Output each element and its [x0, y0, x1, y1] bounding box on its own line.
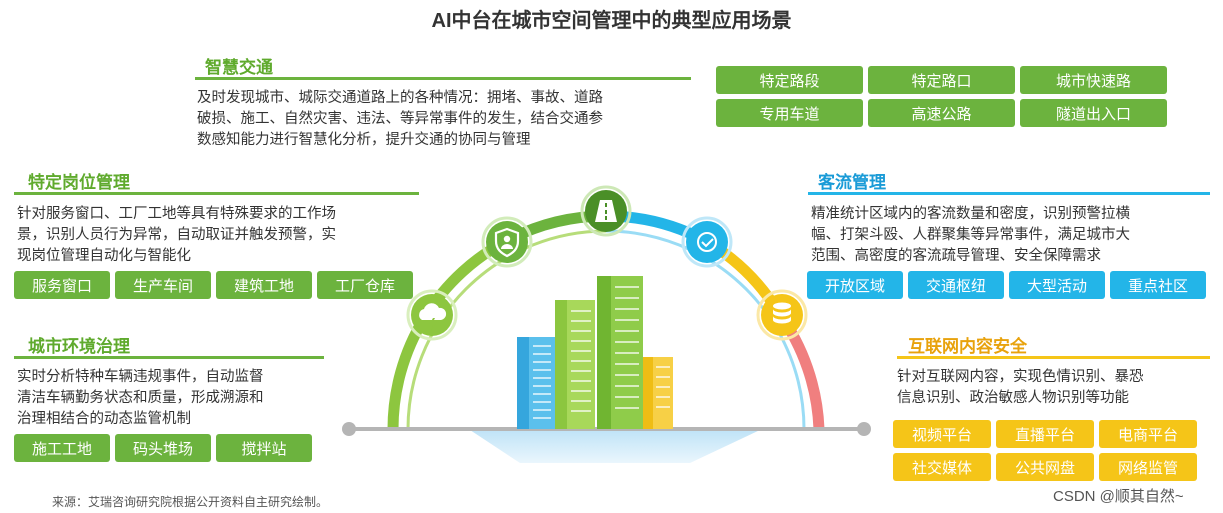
internet-security-description: 针对互联网内容，实现色情识别、暴恐 信息识别、政治敏感人物识别等功能 [897, 367, 1217, 409]
tag-dedicated-lane: 专用车道 [716, 99, 863, 127]
passenger-flow-description: 精准统计区域内的客流数量和密度，识别预警拉横 幅、打架斗殴、人群聚集等异常事件，… [811, 204, 1216, 267]
internet-security-title: 互联网内容安全 [908, 337, 1027, 356]
environment-title: 城市环境治理 [28, 337, 130, 356]
tag-ecommerce-platform: 电商平台 [1099, 420, 1197, 448]
tag-open-area: 开放区域 [807, 271, 903, 299]
shield-person-icon [481, 216, 533, 268]
environment-description: 实时分析特种车辆违规事件，自动监督 清洁车辆勤务状态和质量，形成溯源和 治理相结… [17, 367, 337, 430]
cloud-lightning-icon [406, 289, 458, 341]
tag-large-event: 大型活动 [1009, 271, 1105, 299]
tag-construction-worksite: 施工工地 [14, 434, 110, 462]
tag-video-platform: 视频平台 [893, 420, 991, 448]
smart-traffic-tags: 特定路段 特定路口 城市快速路 专用车道 高速公路 隧道出入口 [716, 66, 1167, 127]
post-management-tags: 服务窗口 生产车间 建筑工地 工厂仓库 [14, 271, 413, 299]
desc-line: 清洁车辆勤务状态和质量，形成溯源和 [17, 390, 264, 406]
tag-highway: 高速公路 [868, 99, 1015, 127]
watermark: CSDN @顺其自然~ [1053, 488, 1184, 505]
desc-line: 精准统计区域内的客流数量和密度，识别预警拉横 [811, 206, 1130, 222]
tag-tunnel-entrance: 隧道出入口 [1020, 99, 1167, 127]
tag-service-window: 服务窗口 [14, 271, 110, 299]
post-management-title: 特定岗位管理 [28, 173, 130, 192]
tag-transport-hub: 交通枢纽 [908, 271, 1004, 299]
desc-line: 数感知能力进行智慧化分析，提升交通的协同与管理 [197, 132, 531, 148]
desc-line: 及时发现城市、城际交通道路上的各种情况：拥堵、事故、道路 [197, 90, 603, 106]
smart-traffic-description: 及时发现城市、城际交通道路上的各种情况：拥堵、事故、道路 破损、施工、自然灾害、… [197, 88, 697, 151]
check-circle-icon [681, 216, 733, 268]
desc-line: 破损、施工、自然灾害、违法、等异常事件的发生，结合交通参 [197, 111, 603, 127]
desc-line: 现岗位管理自动化与智能化 [17, 248, 191, 264]
passenger-flow-title: 客流管理 [818, 173, 886, 192]
database-icon [756, 289, 808, 341]
source-note: 来源：艾瑞咨询研究院根据公开资料自主研究绘制。 [52, 495, 329, 509]
road-icon [580, 185, 632, 237]
page-title: AI中台在城市空间管理中的典型应用场景 [431, 10, 792, 32]
internet-security-underline [897, 356, 1210, 359]
desc-line: 范围、高密度的客流疏导管理、安全保障需求 [811, 248, 1101, 264]
tag-specific-road-section: 特定路段 [716, 66, 863, 94]
tag-public-cloud-drive: 公共网盘 [996, 453, 1094, 481]
tag-live-platform: 直播平台 [996, 420, 1094, 448]
tag-dock-yard: 码头堆场 [115, 434, 211, 462]
floor-shadow [470, 430, 760, 463]
smart-traffic-underline [195, 77, 691, 80]
environment-tags: 施工工地 码头堆场 搅拌站 [14, 434, 312, 462]
post-management-underline [14, 192, 419, 195]
tag-key-community: 重点社区 [1110, 271, 1206, 299]
desc-line: 幅、打架斗殴、人群聚集等异常事件，满足城市大 [811, 227, 1130, 243]
passenger-flow-tags: 开放区域 交通枢纽 大型活动 重点社区 [807, 271, 1206, 299]
internet-security-tags: 视频平台 直播平台 电商平台 社交媒体 公共网盘 网络监管 [893, 420, 1197, 481]
desc-line: 实时分析特种车辆违规事件，自动监督 [17, 369, 264, 385]
tag-urban-expressway: 城市快速路 [1020, 66, 1167, 94]
smart-traffic-title: 智慧交通 [205, 58, 273, 77]
desc-line: 信息识别、政治敏感人物识别等功能 [897, 390, 1129, 406]
tag-factory-warehouse: 工厂仓库 [317, 271, 413, 299]
environment-underline [14, 356, 324, 359]
tag-mixing-station: 搅拌站 [216, 434, 312, 462]
tag-social-media: 社交媒体 [893, 453, 991, 481]
baseline-right-dot [857, 422, 871, 436]
desc-line: 针对服务窗口、工厂工地等具有特殊要求的工作场 [17, 206, 336, 222]
tag-production-workshop: 生产车间 [115, 271, 211, 299]
buildings [517, 276, 673, 429]
passenger-flow-underline [808, 192, 1210, 195]
post-management-description: 针对服务窗口、工厂工地等具有特殊要求的工作场 景，识别人员行为异常，自动取证并触… [17, 204, 417, 267]
tag-specific-intersection: 特定路口 [868, 66, 1015, 94]
desc-line: 治理相结合的动态监管机制 [17, 411, 191, 427]
tag-construction-site: 建筑工地 [216, 271, 312, 299]
desc-line: 针对互联网内容，实现色情识别、暴恐 [897, 369, 1144, 385]
tag-network-supervision: 网络监管 [1099, 453, 1197, 481]
desc-line: 景，识别人员行为异常，自动取证并触发预警，实 [17, 227, 336, 243]
baseline-left-dot [342, 422, 356, 436]
